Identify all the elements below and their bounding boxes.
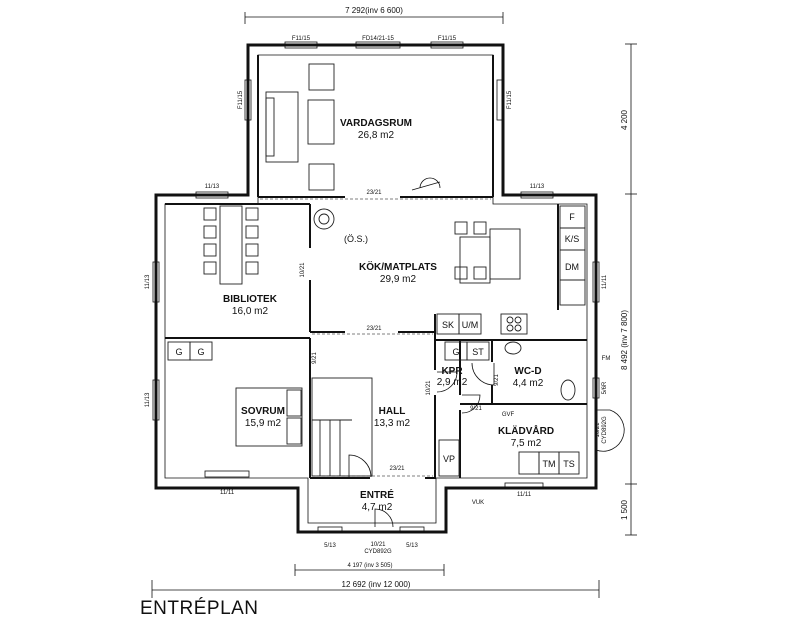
doors xyxy=(348,177,625,528)
room-area-entre: 4,7 m2 xyxy=(362,502,393,513)
fixture-gvf: GVF xyxy=(502,412,515,418)
dimension-right-top: 4 200 xyxy=(620,109,629,130)
room-name-vardagsrum: VARDAGSRUM xyxy=(340,118,412,129)
fixture-os: (Ö.S.) xyxy=(344,234,368,244)
window-label: F11/15 xyxy=(507,90,513,109)
window-label: F11/15 xyxy=(292,36,311,42)
room-area-hall: 13,3 m2 xyxy=(374,418,411,429)
exterior-wall xyxy=(154,43,598,534)
room-area-kpr: 2,9 m2 xyxy=(437,377,468,388)
room-labels: VARDAGSRUM 26,8 m2 KÖK/MATPLATS 29,9 m2 … xyxy=(223,118,554,513)
room-name-sovrum: SOVRUM xyxy=(241,406,285,417)
window-label: 11/11 xyxy=(602,274,608,289)
door-labels: 23/21 10/21 23/21 9/21 10/21 9/21 9/21 2… xyxy=(300,190,608,555)
room-name-kpr: KPR xyxy=(441,366,463,377)
dimension-bottom-inner: 4 197 (inv 3 505) xyxy=(347,563,392,569)
window-label: 5/13 xyxy=(406,543,418,549)
windows xyxy=(152,41,600,534)
door-label: 10/21 xyxy=(426,380,432,396)
fixture-vp: VP xyxy=(443,454,455,464)
room-name-wcd: WC-D xyxy=(514,366,541,377)
fixture-g1: G xyxy=(175,347,182,357)
window-labels: F11/15 FD14/21-15 F11/15 F11/15 F11/15 1… xyxy=(145,36,608,549)
fixture-ts: TS xyxy=(563,459,575,469)
dimension-right-mid: 8 492 (inv 7 800) xyxy=(620,310,629,370)
room-name-hall: HALL xyxy=(379,406,406,417)
fixture-st: ST xyxy=(472,347,484,357)
fixture-sk: SK xyxy=(442,320,454,330)
room-area-wcd: 4,4 m2 xyxy=(513,378,544,389)
fixture-um: U/M xyxy=(462,320,479,330)
fixture-dm: DM xyxy=(565,262,579,272)
room-area-kladvard: 7,5 m2 xyxy=(511,438,542,449)
window-label: 5/13 xyxy=(324,543,336,549)
dimension-bottom: 12 692 (inv 12 000) xyxy=(342,580,411,589)
room-area-vardagsrum: 26,8 m2 xyxy=(358,130,395,141)
door-label: CYD892G xyxy=(602,416,608,444)
door-label: 10/21 xyxy=(300,262,306,278)
window-label: 5/6R xyxy=(602,381,608,394)
furniture xyxy=(167,63,586,477)
door-label: 9/21 xyxy=(470,406,482,412)
window-label: 11/13 xyxy=(530,184,545,190)
fixture-g2: G xyxy=(197,347,204,357)
dimension-labels: 7 292(inv 6 600) 4 197 (inv 3 505) 12 69… xyxy=(342,6,629,589)
window-label: 11/11 xyxy=(220,490,235,496)
window-label: F11/15 xyxy=(238,90,244,109)
door-label: 23/21 xyxy=(366,326,382,332)
dimension-right-bottom: 1 500 xyxy=(620,499,629,520)
fixture-ks: K/S xyxy=(565,234,580,244)
room-area-bibliotek: 16,0 m2 xyxy=(232,306,269,317)
window-label: FD14/21-15 xyxy=(362,36,394,42)
window-label: 11/13 xyxy=(145,274,151,289)
door-label: 9/21 xyxy=(312,352,318,364)
door-label: 23/21 xyxy=(389,466,405,472)
fixture-vuk: VUK xyxy=(472,500,484,506)
door-label: 9/21 xyxy=(494,374,500,386)
room-area-kok: 29,9 m2 xyxy=(380,274,417,285)
fixture-labels: (Ö.S.) F K/S DM SK U/M G G G ST VP TM TS… xyxy=(175,212,610,506)
fixture-f: F xyxy=(569,212,575,222)
dimension-lines xyxy=(151,12,637,598)
window-label: 11/13 xyxy=(145,392,151,407)
fixture-tm: TM xyxy=(543,459,556,469)
door-label: 10/21 xyxy=(595,422,601,438)
room-area-sovrum: 15,9 m2 xyxy=(245,418,282,429)
plan-title: ENTRÉPLAN xyxy=(140,598,259,619)
room-name-kok: KÖK/MATPLATS xyxy=(359,260,437,273)
fixture-fm: FM xyxy=(602,356,611,362)
room-name-entre: ENTRÉ xyxy=(360,488,394,501)
fixture-g3: G xyxy=(452,347,459,357)
window-label: F11/15 xyxy=(438,36,457,42)
window-label: 11/13 xyxy=(205,184,220,190)
window-label: 11/11 xyxy=(517,492,532,498)
door-label: 10/21 xyxy=(370,542,386,548)
door-label: 23/21 xyxy=(366,190,382,196)
interior-walls xyxy=(165,55,587,479)
dimension-top: 7 292(inv 6 600) xyxy=(345,6,403,15)
room-name-bibliotek: BIBLIOTEK xyxy=(223,294,278,305)
door-label: CYD892G xyxy=(364,549,392,555)
room-name-kladvard: KLÄDVÅRD xyxy=(498,424,554,437)
